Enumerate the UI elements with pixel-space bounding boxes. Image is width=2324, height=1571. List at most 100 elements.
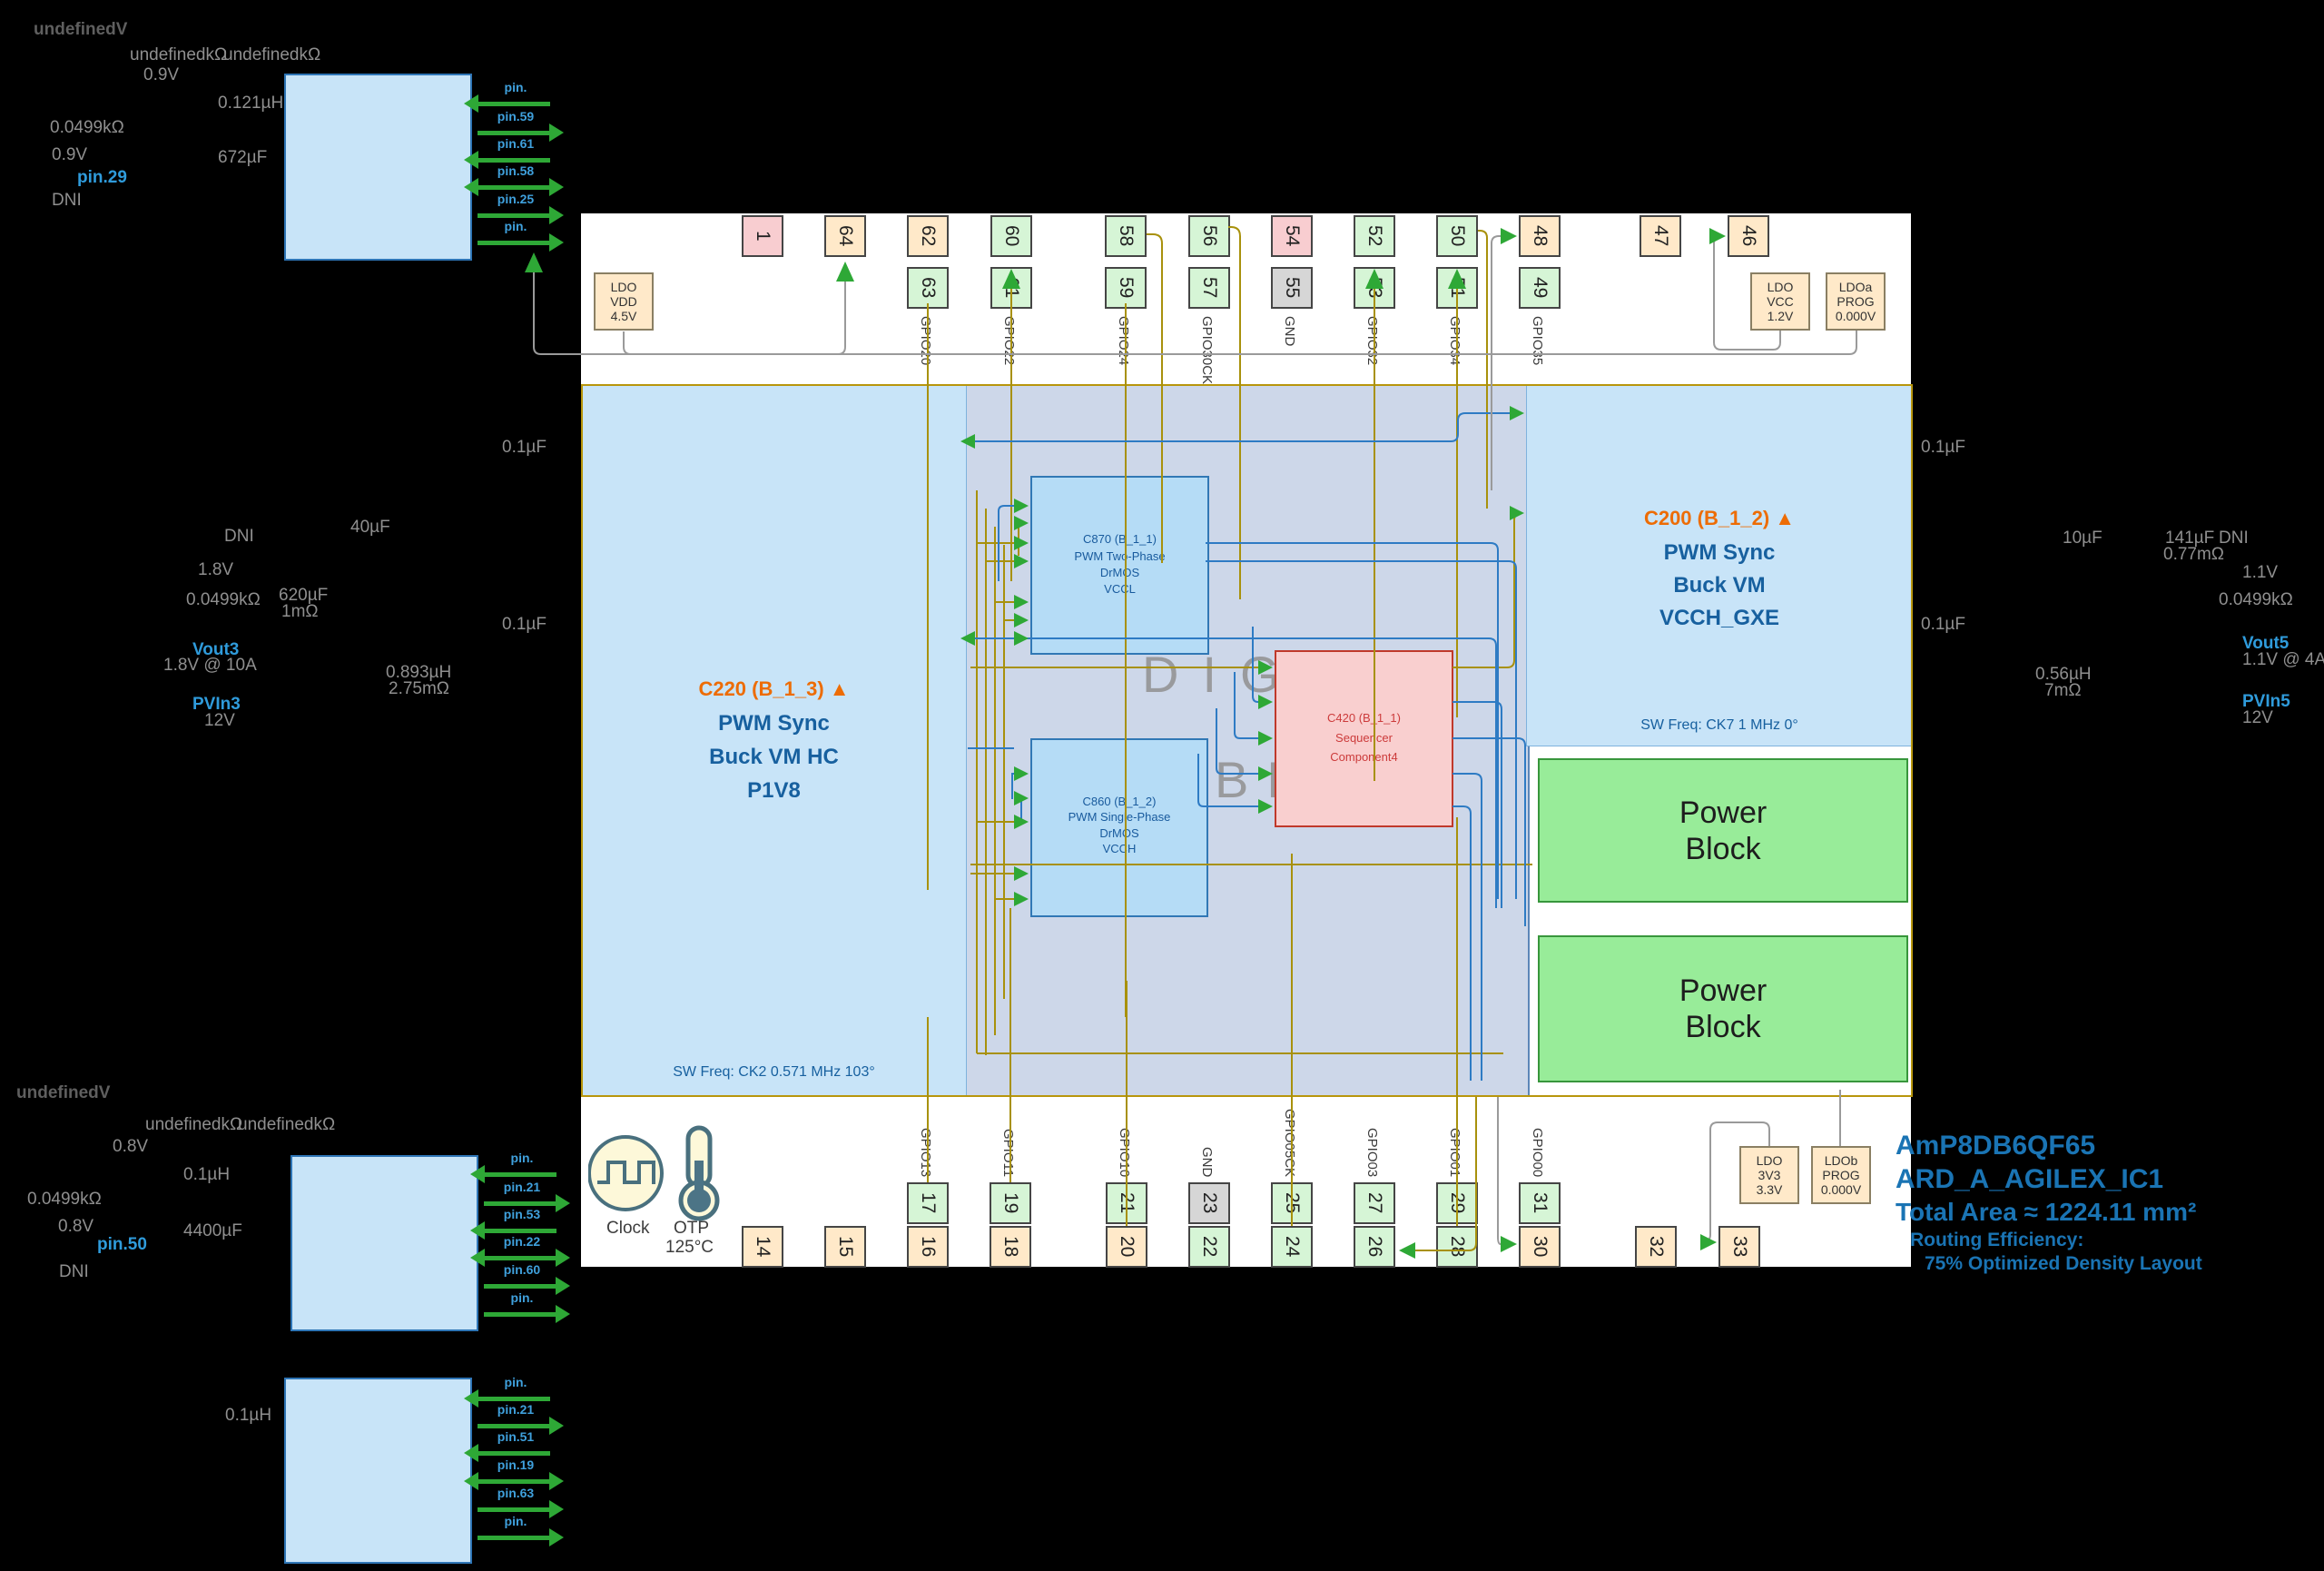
arrowhead-right <box>556 1194 570 1212</box>
block-c420-sequencer[interactable]: C420 (B_1_1) Sequencer Component4 <box>1275 650 1453 827</box>
annotation-0-893-h: 0.893µH <box>386 663 452 682</box>
drmos-b-arrow-pstsns[interactable] <box>484 1277 570 1295</box>
pin-26[interactable]: 26 <box>1354 1226 1395 1268</box>
pin-1[interactable]: 1 <box>742 215 783 257</box>
drmos-a-arrow-pwmc[interactable] <box>464 151 550 169</box>
pin-50[interactable]: 50 <box>1436 215 1478 257</box>
pin-23[interactable]: 23 <box>1188 1182 1230 1224</box>
drmos-a-arrow-pstsns[interactable] <box>478 206 564 224</box>
drmos-c[interactable] <box>284 1378 472 1564</box>
drmos-b-arrow-psisns0[interactable] <box>484 1194 570 1212</box>
pin-17[interactable]: 17 <box>907 1182 949 1224</box>
gpio-label-GND: GND <box>1199 1050 1219 1177</box>
pin-63[interactable]: 63 <box>907 267 949 309</box>
drmos-c-arrow-pstsns[interactable] <box>478 1500 564 1518</box>
annotation-2-75m-: 2.75mΩ <box>389 679 450 698</box>
drmos-c-arrow-irefc1[interactable] <box>464 1472 564 1490</box>
pin-25[interactable]: 25 <box>1271 1182 1313 1224</box>
gpio-label-GPIO01: GPIO01 <box>1447 1050 1467 1177</box>
reference-designator: ARD_A_AGILEX_IC1 <box>1896 1164 2164 1194</box>
drmos-a-arrow-irefc[interactable] <box>464 178 564 196</box>
pin-15[interactable]: 15 <box>824 1226 866 1268</box>
pin-29[interactable]: 29 <box>1436 1182 1478 1224</box>
pin-14[interactable]: 14 <box>742 1226 783 1268</box>
gpio-label-GPIO10: GPIO10 <box>1117 1050 1137 1177</box>
pin-21[interactable]: 21 <box>1106 1182 1147 1224</box>
pin-48[interactable]: 48 <box>1519 215 1561 257</box>
pin-53[interactable]: 53 <box>1354 267 1395 309</box>
pin-number: 21 <box>1117 1192 1137 1214</box>
pin-31[interactable]: 31 <box>1519 1182 1561 1224</box>
pin-58[interactable]: 58 <box>1105 215 1147 257</box>
drmos-a-arrow-psfltb[interactable] <box>478 233 564 252</box>
drmos-a[interactable] <box>284 74 472 261</box>
gpio-label-text: GPIO32 <box>1364 316 1380 366</box>
pin-32[interactable]: 32 <box>1635 1226 1677 1268</box>
pin-47[interactable]: 47 <box>1640 215 1681 257</box>
block-code: C220 (B_1_3) ▲ <box>698 677 850 700</box>
drmos-b-arrow-irefc0[interactable] <box>470 1249 570 1267</box>
pin-55[interactable]: 55 <box>1271 267 1313 309</box>
drmos-b[interactable] <box>290 1155 478 1331</box>
pin-30[interactable]: 30 <box>1519 1226 1561 1268</box>
routing-efficiency-label: Routing Efficiency: <box>1910 1230 2084 1250</box>
pin-59[interactable]: 59 <box>1105 267 1147 309</box>
drmos-c-arrow-pwmc1[interactable] <box>464 1444 550 1462</box>
pin-16[interactable]: 16 <box>907 1226 949 1268</box>
pin-54[interactable]: 54 <box>1271 215 1313 257</box>
drmos-b-arrow-psfltb[interactable] <box>484 1305 570 1323</box>
power-block-line: Block <box>1685 831 1761 866</box>
pin-19[interactable]: 19 <box>990 1182 1031 1224</box>
pin-46[interactable]: 46 <box>1728 215 1769 257</box>
pin-24[interactable]: 24 <box>1271 1226 1313 1268</box>
otp-temp: 125°C <box>665 1238 714 1257</box>
pin-62[interactable]: 62 <box>907 215 949 257</box>
drmos-c-arrow-dcmc[interactable] <box>464 1389 550 1408</box>
gpio-label-GND: GND <box>1282 316 1302 443</box>
drmos-a-arrow-psisns[interactable] <box>478 124 564 142</box>
drmos-c-arrow-psisns1[interactable] <box>478 1417 564 1435</box>
pin-57[interactable]: 57 <box>1188 267 1230 309</box>
block-c220[interactable]: C220 (B_1_3) ▲ PWM Sync Buck VM HC P1V8 … <box>581 384 967 1097</box>
block-c200[interactable]: C200 (B_1_2) ▲ PWM Sync Buck VM VCCH_GXE… <box>1526 384 1913 746</box>
drmos-c-arrow-psfltb[interactable] <box>478 1528 564 1546</box>
pin-49[interactable]: 49 <box>1519 267 1561 309</box>
gpio-label-text: GPIO03 <box>1364 1127 1380 1177</box>
pin-64[interactable]: 64 <box>824 215 866 257</box>
pin-61[interactable]: 61 <box>990 267 1032 309</box>
pin-22[interactable]: 22 <box>1188 1226 1230 1268</box>
pin-51[interactable]: 51 <box>1436 267 1478 309</box>
block-code: C200 (B_1_2) ▲ <box>1643 507 1796 529</box>
drmos-b-arrow-dcmc[interactable] <box>470 1165 556 1183</box>
block-line: Sequencer <box>1335 731 1393 745</box>
pin-27[interactable]: 27 <box>1354 1182 1395 1224</box>
annotation-vout3: Vout3 <box>192 640 240 659</box>
pin-18[interactable]: 18 <box>990 1226 1031 1268</box>
annotation-pin-50: pin.50 <box>97 1235 147 1254</box>
annotation-1-1v: 1.1V <box>2242 563 2279 582</box>
pin-33[interactable]: 33 <box>1718 1226 1760 1268</box>
pin-number: 61 <box>1001 277 1022 299</box>
drmos-b-arrow-pwmc0[interactable] <box>470 1221 556 1240</box>
pin-60[interactable]: 60 <box>990 215 1032 257</box>
drmos-a-arrow-dcmc[interactable] <box>464 94 550 113</box>
block-c870[interactable]: C870 (B_1_1) PWM Two-Phase DrMOS VCCL <box>1030 476 1209 655</box>
annotation-dni: DNI <box>52 191 82 210</box>
arrowhead-right <box>549 206 564 224</box>
pin-28[interactable]: 28 <box>1436 1226 1478 1268</box>
annotation-0-56-h: 0.56µH <box>2035 665 2092 684</box>
annotation-12v: 12V <box>2242 708 2273 727</box>
pin-number: 57 <box>1199 277 1220 299</box>
pin-56[interactable]: 56 <box>1188 215 1230 257</box>
pin-20[interactable]: 20 <box>1106 1226 1147 1268</box>
block-c860[interactable]: C860 (B_1_2) PWM Single-Phase DrMOS VCCH <box>1030 738 1208 917</box>
pin-52[interactable]: 52 <box>1354 215 1395 257</box>
annotation-dni: DNI <box>59 1262 89 1281</box>
